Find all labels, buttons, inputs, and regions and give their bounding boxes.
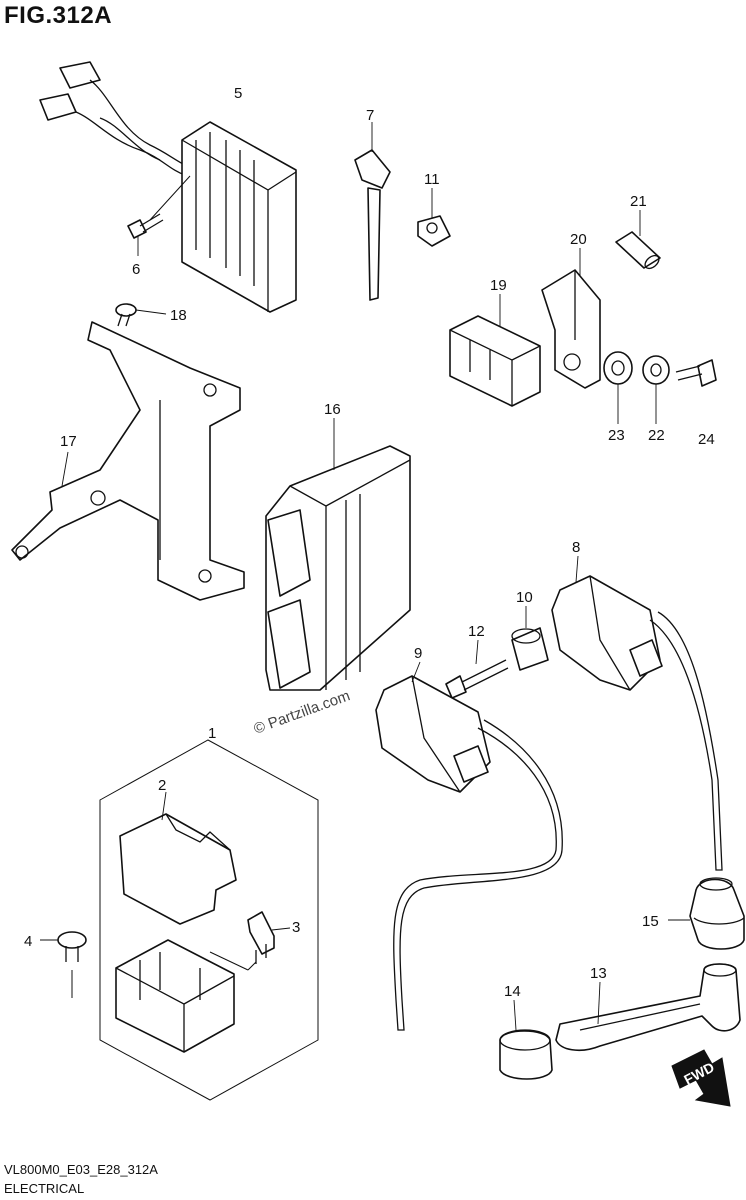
callout-24[interactable]: 24 — [698, 431, 715, 448]
callout-5[interactable]: 5 — [234, 85, 242, 102]
callout-labels: 1 2 3 4 5 6 7 8 9 10 11 12 13 14 15 16 1… — [24, 85, 715, 1000]
callout-15[interactable]: 15 — [642, 913, 659, 930]
part-1-relay-assembly-frame — [99, 739, 319, 1101]
part-18-screw[interactable] — [115, 303, 137, 327]
callout-18[interactable]: 18 — [170, 307, 187, 324]
callout-16[interactable]: 16 — [324, 401, 341, 418]
assembly-leader-lines — [71, 951, 257, 998]
callout-12[interactable]: 12 — [468, 623, 485, 640]
part-3-fuse[interactable] — [247, 911, 275, 964]
part-15-boot[interactable] — [689, 877, 745, 950]
part-22-washer[interactable] — [642, 355, 670, 385]
part-23-washer[interactable] — [603, 351, 633, 385]
part-4-screw[interactable] — [57, 931, 87, 962]
part-7-cable-tie[interactable] — [354, 149, 391, 301]
part-9-ignition-coil[interactable] — [375, 675, 563, 1031]
part-14-collar[interactable] — [499, 1029, 553, 1080]
part-6-bolt[interactable] — [127, 213, 164, 239]
part-12-bolt[interactable] — [445, 659, 509, 699]
part-5-regulator-rectifier[interactable] — [39, 61, 297, 313]
part-19-relay[interactable] — [449, 315, 541, 407]
callout-20[interactable]: 20 — [570, 231, 587, 248]
part-10-cap[interactable] — [511, 627, 549, 671]
watermark: © Partzilla.com — [252, 687, 353, 738]
part-24-bolt[interactable] — [675, 359, 717, 387]
callout-23[interactable]: 23 — [608, 427, 625, 444]
fwd-direction-arrow: FWD — [671, 1049, 731, 1107]
callout-3[interactable]: 3 — [292, 919, 300, 936]
part-11-clamp[interactable] — [417, 215, 451, 247]
part-2-cover[interactable] — [119, 813, 237, 925]
callout-leaders — [40, 122, 690, 1031]
callout-21[interactable]: 21 — [630, 193, 647, 210]
callout-1[interactable]: 1 — [208, 725, 216, 742]
relay-box-base[interactable] — [115, 939, 235, 1053]
callout-8[interactable]: 8 — [572, 539, 580, 556]
callout-19[interactable]: 19 — [490, 277, 507, 294]
part-16-ecm[interactable] — [265, 445, 411, 691]
part-20-bracket[interactable] — [541, 269, 601, 389]
callout-6[interactable]: 6 — [132, 261, 140, 278]
diagram-name: ELECTRICAL — [4, 1181, 85, 1196]
callout-14[interactable]: 14 — [504, 983, 521, 1000]
callout-2[interactable]: 2 — [158, 777, 166, 794]
part-17-bracket[interactable] — [11, 321, 245, 601]
callout-11[interactable]: 11 — [424, 171, 440, 188]
callout-13[interactable]: 13 — [590, 965, 607, 982]
callout-22[interactable]: 22 — [648, 427, 665, 444]
part-13-plug-cap[interactable] — [555, 963, 741, 1052]
figure-title: FIG.312A — [4, 2, 113, 29]
callout-17[interactable]: 17 — [60, 433, 77, 450]
callout-9[interactable]: 9 — [414, 645, 422, 662]
callout-10[interactable]: 10 — [516, 589, 533, 606]
part-21-pin[interactable] — [615, 231, 661, 271]
diagram-code: VL800M0_E03_E28_312A — [4, 1162, 158, 1177]
callout-7[interactable]: 7 — [366, 107, 374, 124]
callout-4[interactable]: 4 — [24, 933, 32, 950]
part-8-ignition-coil[interactable] — [551, 575, 723, 871]
